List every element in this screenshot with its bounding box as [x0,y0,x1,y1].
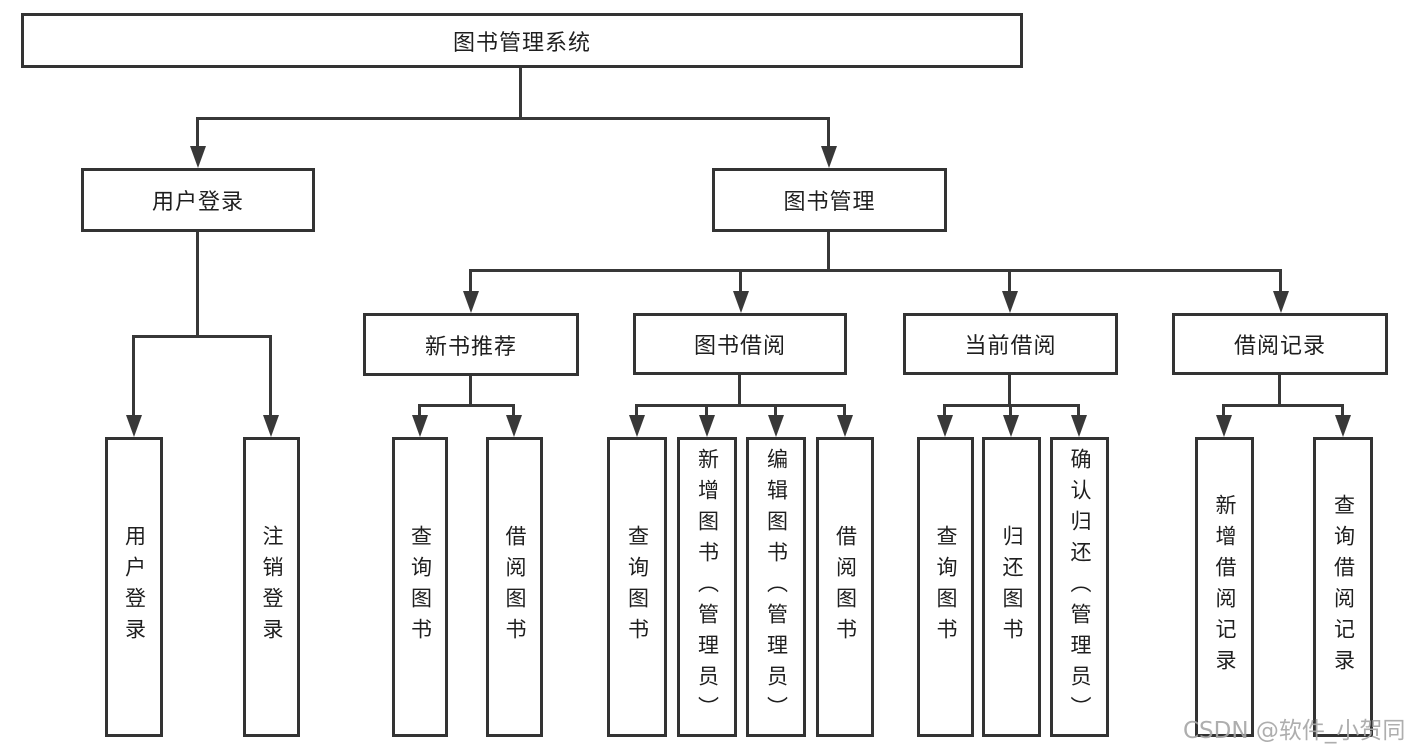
connector-line [420,404,515,407]
node-label: 用户登录 [122,525,147,649]
arrow-down-icon [699,415,715,437]
connector-line [827,117,830,150]
connector-line [843,404,846,419]
connector-line [1077,404,1080,419]
arrow-down-icon [1002,291,1018,313]
connector-line [196,232,199,338]
node-label: 图书管理系统 [452,30,591,56]
connector-line [512,404,515,419]
leaf-query-books-current: 查询图书 [917,437,974,737]
connector-line [739,269,742,295]
connector-line [470,269,1282,272]
connector-line [269,335,272,418]
node-label: 查询图书 [934,525,958,649]
connector-line [774,404,777,419]
node-label: 查询图书 [625,525,650,649]
leaf-edit-book-admin: 编辑图书（管理员） [746,437,806,737]
node-user-login: 用户登录 [81,168,315,232]
node-book-management: 图书管理 [712,168,947,232]
arrow-down-icon [1273,291,1289,313]
node-new-book-recommend: 新书推荐 [363,313,579,376]
leaf-add-borrow-record: 新增借阅记录 [1195,437,1254,737]
arrow-down-icon [768,415,784,437]
connector-line [1278,375,1281,407]
node-label: 归还图书 [1000,525,1024,649]
connector-line [1008,375,1011,407]
connector-line [519,68,522,118]
connector-line [738,375,741,407]
node-label: 编辑图书（管理员） [764,447,789,727]
node-label: 用户登录 [151,190,244,215]
arrow-down-icon [837,415,853,437]
arrow-down-icon [190,146,206,168]
connector-line [635,404,638,419]
arrow-down-icon [412,415,428,437]
leaf-add-book-admin: 新增图书（管理员） [677,437,737,737]
connector-line [1341,404,1344,419]
node-label: 查询借阅记录 [1331,494,1356,680]
arrow-down-icon [463,291,479,313]
arrow-down-icon [629,415,645,437]
arrow-down-icon [126,415,142,437]
node-label: 借阅图书 [503,525,527,649]
arrow-down-icon [263,415,279,437]
node-label: 确认归还（管理员） [1068,447,1092,727]
node-book-borrow: 图书借阅 [633,313,847,375]
node-label: 新增借阅记录 [1213,494,1237,680]
arrow-down-icon [1003,415,1019,437]
connector-line [1224,404,1344,407]
node-label: 图书借阅 [693,334,786,359]
arrow-down-icon [506,415,522,437]
leaf-user-login: 用户登录 [105,437,163,737]
connector-line [469,376,472,407]
node-label: 查询图书 [408,525,433,649]
connector-line [197,117,830,120]
arrow-down-icon [1216,415,1232,437]
connector-line [1222,404,1225,419]
arrow-down-icon [733,291,749,313]
node-label: 借阅记录 [1233,334,1326,359]
connector-line [418,404,421,419]
node-label: 注销登录 [260,525,284,649]
arrow-down-icon [1335,415,1351,437]
leaf-borrow-books: 借阅图书 [816,437,874,737]
node-current-borrow: 当前借阅 [903,313,1118,375]
connector-line [469,269,472,295]
connector-line [943,404,946,419]
node-label: 借阅图书 [833,525,858,649]
leaf-borrow-books-recommend: 借阅图书 [486,437,543,737]
node-label: 图书管理 [783,190,876,215]
arrow-down-icon [821,146,837,168]
node-borrow-records: 借阅记录 [1172,313,1388,375]
leaf-query-books-borrow: 查询图书 [607,437,667,737]
connector-line [1008,269,1011,295]
leaf-confirm-return-admin: 确认归还（管理员） [1050,437,1109,737]
node-label: 新书推荐 [424,334,517,360]
arrow-down-icon [937,415,953,437]
leaf-logout: 注销登录 [243,437,300,737]
connector-line [705,404,708,419]
node-label: 新增图书（管理员） [695,447,720,727]
connector-line [1009,404,1012,419]
node-library-management-system: 图书管理系统 [21,13,1023,68]
leaf-query-borrow-record: 查询借阅记录 [1313,437,1373,737]
watermark: CSDN @软件_小贺同学 [1183,718,1405,744]
connector-line [945,404,1080,407]
connector-line [827,232,830,272]
leaf-return-books: 归还图书 [982,437,1041,737]
connector-line [132,335,135,418]
connector-line [1279,269,1282,295]
connector-line [196,117,199,150]
node-label: 当前借阅 [964,334,1057,359]
leaf-query-books-recommend: 查询图书 [392,437,448,737]
arrow-down-icon [1071,415,1087,437]
connector-line [134,335,272,338]
connector-line [637,404,846,407]
